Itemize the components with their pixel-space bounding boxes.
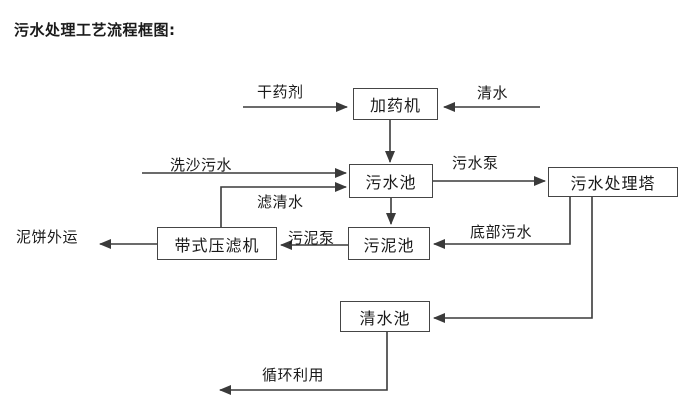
- label-dry-agent: 干药剂: [257, 83, 304, 101]
- edge-clear-pool-to-recycle: [219, 332, 388, 395]
- diagram-title: 污水处理工艺流程框图:: [14, 21, 176, 39]
- label-sludge-pump: 污泥泵: [288, 229, 335, 247]
- label-filtered-water: 滤清水: [257, 193, 304, 211]
- node-sludge-pool: 污泥池: [348, 227, 430, 260]
- node-doser: 加药机: [353, 88, 438, 120]
- label-sand-wash: 洗沙污水: [170, 156, 233, 174]
- edge-bottom-sewage-to-sludge-pool: [433, 197, 571, 249]
- node-treatment-tower-label: 污水处理塔: [570, 174, 656, 193]
- node-clear-water-pool-label: 清水池: [359, 308, 411, 328]
- node-treatment-tower: 污水处理塔: [548, 167, 678, 197]
- node-sludge-pool-label: 污泥池: [363, 235, 415, 255]
- label-clean-water: 清水: [477, 84, 509, 102]
- edge-filtered-water-to-sewage-pool: [220, 182, 347, 227]
- label-sewage-pump: 污水泵: [452, 154, 499, 172]
- node-doser-label: 加药机: [369, 96, 421, 115]
- edge-tower-to-clear-pool: [433, 197, 593, 323]
- node-clear-water-pool: 清水池: [340, 301, 430, 332]
- node-belt-filter-press: 带式压滤机: [157, 227, 277, 260]
- node-sewage-pool-label: 污水池: [365, 173, 417, 192]
- node-belt-filter-press-label: 带式压滤机: [174, 235, 260, 255]
- label-recycle: 循环利用: [262, 366, 325, 384]
- label-bottom-sewage: 底部污水: [470, 223, 533, 241]
- label-mud-cake-out: 泥饼外运: [16, 228, 79, 246]
- node-sewage-pool: 污水池: [349, 164, 433, 198]
